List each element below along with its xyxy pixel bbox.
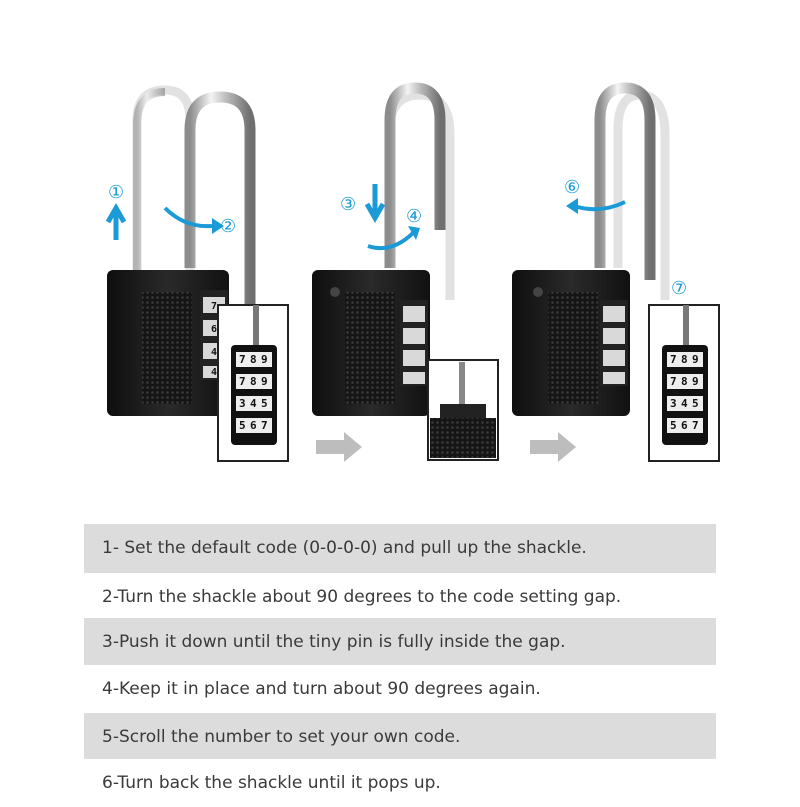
svg-text:7: 7 xyxy=(261,419,268,432)
svg-text:5: 5 xyxy=(261,397,268,410)
dial-column xyxy=(400,300,428,386)
dial-column xyxy=(600,300,628,386)
svg-text:8: 8 xyxy=(681,375,688,388)
svg-text:5: 5 xyxy=(239,419,246,432)
turn-arrow xyxy=(163,206,213,229)
shackle-ghost xyxy=(613,90,670,300)
svg-text:8: 8 xyxy=(250,353,257,366)
step-marker-6: ⑥ xyxy=(564,177,580,198)
lock-1: ① ② 7 8 9 7 8 9 3 4 5 5 6 xyxy=(105,85,289,462)
turn-arrow xyxy=(367,230,416,251)
svg-text:5: 5 xyxy=(670,419,677,432)
svg-text:4: 4 xyxy=(250,397,257,410)
svg-text:7: 7 xyxy=(670,353,677,366)
instruction-step-4: 4-Keep it in place and turn about 90 deg… xyxy=(102,679,541,699)
svg-text:6: 6 xyxy=(250,419,257,432)
svg-text:9: 9 xyxy=(692,353,699,366)
svg-text:7: 7 xyxy=(692,419,699,432)
pin-zoom xyxy=(427,359,499,461)
svg-text:8: 8 xyxy=(681,353,688,366)
svg-text:4: 4 xyxy=(211,347,217,358)
instruction-step-3: 3-Push it down until the tiny pin is ful… xyxy=(84,618,716,665)
step-marker-4: ④ xyxy=(406,206,422,227)
step-marker-1: ① xyxy=(108,182,124,203)
shackle xyxy=(184,91,256,320)
svg-text:4: 4 xyxy=(211,367,217,378)
shackle-ghost xyxy=(132,85,195,290)
step-marker-2: ② xyxy=(220,216,236,237)
step-marker-3: ③ xyxy=(340,194,356,215)
svg-text:3: 3 xyxy=(239,397,246,410)
next-arrow-2 xyxy=(530,432,576,462)
svg-text:6: 6 xyxy=(681,419,688,432)
svg-text:7: 7 xyxy=(239,353,246,366)
lock-setting-illustration: ① ② 7 8 9 7 8 9 3 4 5 5 6 xyxy=(105,82,720,462)
svg-text:7: 7 xyxy=(670,375,677,388)
instruction-step-5: 5-Scroll the number to set your own code… xyxy=(84,713,716,759)
step-marker-7: ⑦ xyxy=(671,278,687,299)
svg-text:5: 5 xyxy=(692,397,699,410)
lock-2: ③ ④ xyxy=(312,82,499,461)
svg-text:7: 7 xyxy=(239,375,246,388)
up-arrow xyxy=(105,202,127,240)
down-arrow xyxy=(364,184,386,224)
turn-back-arrow xyxy=(573,200,626,212)
svg-text:7: 7 xyxy=(211,301,217,312)
svg-text:4: 4 xyxy=(681,397,688,410)
svg-text:6: 6 xyxy=(211,324,217,335)
svg-text:9: 9 xyxy=(261,353,268,366)
dial-zoom-3: 7 8 9 7 8 9 3 4 5 5 6 7 xyxy=(648,304,720,462)
body-dial-digits: 7 6 4 4 xyxy=(211,301,217,378)
shackle xyxy=(594,82,656,280)
svg-text:9: 9 xyxy=(261,375,268,388)
dial-zoom-1: 7 8 9 7 8 9 3 4 5 5 6 7 xyxy=(217,304,289,462)
instruction-step-1: 1- Set the default code (0-0-0-0) and pu… xyxy=(84,524,716,573)
svg-text:3: 3 xyxy=(670,397,677,410)
next-arrow-1 xyxy=(316,432,362,462)
instruction-step-6: 6-Turn back the shackle until it pops up… xyxy=(102,773,441,793)
svg-text:8: 8 xyxy=(250,375,257,388)
lock-3: ⑥ ⑦ 7 8 9 7 8 9 3 4 5 5 6 7 xyxy=(512,82,720,462)
shackle xyxy=(384,82,446,268)
instruction-step-2: 2-Turn the shackle about 90 degrees to t… xyxy=(102,587,622,607)
svg-text:9: 9 xyxy=(692,375,699,388)
instruction-list: 1- Set the default code (0-0-0-0) and pu… xyxy=(84,524,716,807)
